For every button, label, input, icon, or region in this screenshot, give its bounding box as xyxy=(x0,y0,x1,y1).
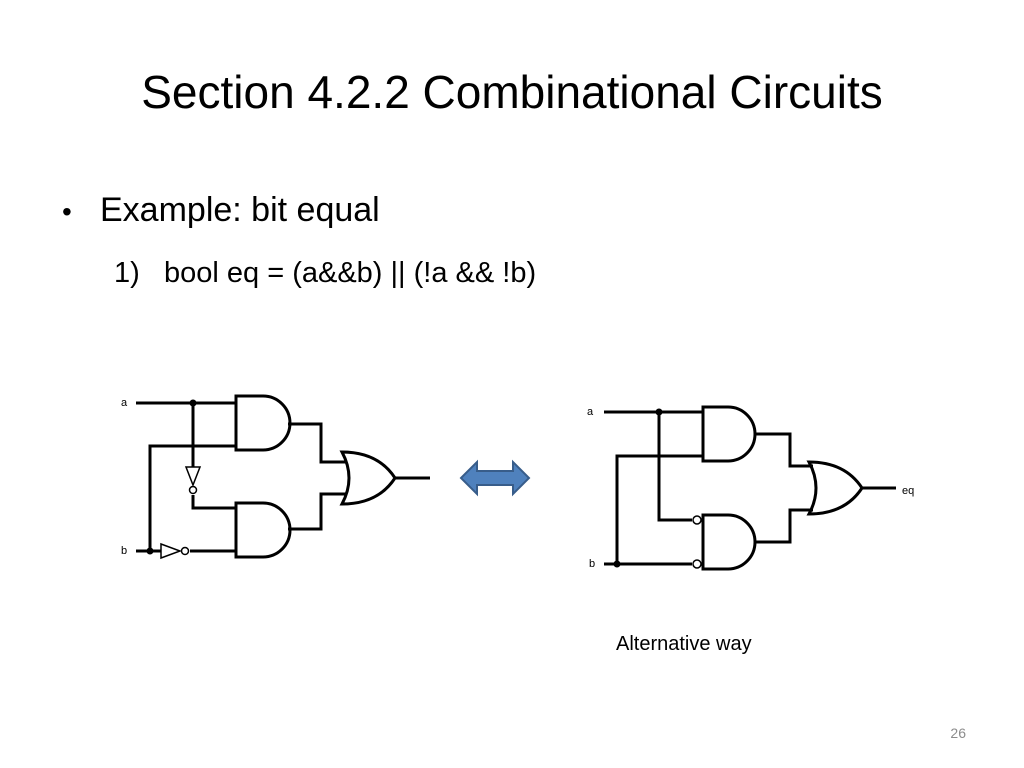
inverter-bubble-icon xyxy=(692,559,702,569)
right-input-a-label: a xyxy=(587,406,594,418)
left-input-b-label: b xyxy=(121,545,127,557)
left-junction-b xyxy=(146,547,154,555)
bullet-dot-icon: • xyxy=(62,196,72,227)
sub-item-text: bool eq = (a&&b) || (!a && !b) xyxy=(164,257,537,289)
right-wire-and1-out xyxy=(755,432,813,468)
left-wire-and2-out xyxy=(288,492,346,531)
and-gate-icon xyxy=(234,501,292,559)
right-output-eq-label: eq xyxy=(902,485,914,497)
right-wire-a-tap xyxy=(657,412,692,522)
bullet-item: • Example: bit equal xyxy=(62,188,380,234)
sub-item-number: 1) xyxy=(114,257,140,289)
left-wire-b-tap xyxy=(148,444,236,551)
bullet-text: Example: bit equal xyxy=(100,191,380,229)
left-wire-nota xyxy=(191,495,236,510)
right-junction-b xyxy=(613,560,621,568)
slide-number: 26 xyxy=(950,725,966,741)
not-gate-icon xyxy=(160,542,190,560)
slide-title: Section 4.2.2 Combinational Circuits xyxy=(141,66,883,118)
and-gate-icon xyxy=(234,394,292,452)
left-junction-a xyxy=(189,399,197,407)
not-gate-icon xyxy=(184,466,202,495)
or-gate-icon xyxy=(339,450,397,506)
left-circuit: a b xyxy=(121,394,430,560)
right-wire-and2-out xyxy=(755,508,813,544)
alternative-caption: Alternative way xyxy=(616,633,752,655)
and-gate-icon xyxy=(701,513,757,571)
or-gate-icon xyxy=(806,460,864,516)
inverter-bubble-icon xyxy=(692,515,702,525)
right-circuit: a b eq xyxy=(587,405,914,571)
sub-item: 1) bool eq = (a&&b) || (!a && !b) xyxy=(114,253,536,293)
right-junction-a xyxy=(655,408,663,416)
left-input-a-label: a xyxy=(121,397,128,409)
and-gate-icon xyxy=(701,405,757,463)
right-wire-b-tap xyxy=(615,454,703,564)
left-wire-and1-out xyxy=(288,422,346,464)
right-input-b-label: b xyxy=(589,558,595,570)
double-arrow-icon xyxy=(459,459,531,497)
